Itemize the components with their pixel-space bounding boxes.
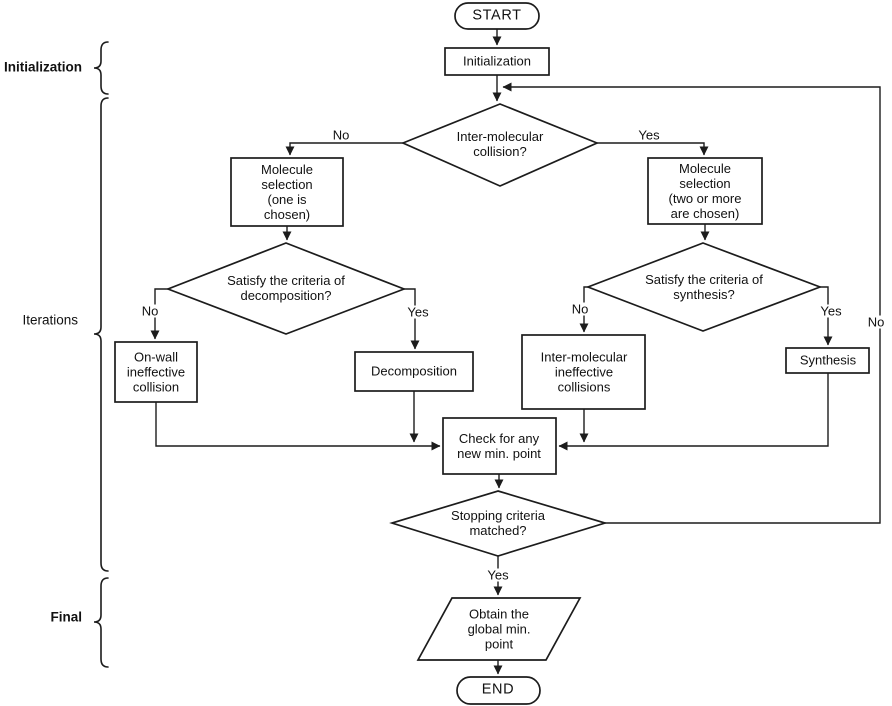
- criteria-synthesis-decision: [585, 242, 823, 332]
- end-node: [456, 676, 541, 705]
- edge-decomposition-no: [150, 288, 168, 340]
- synthesis-label: Synthesis: [799, 352, 857, 368]
- iterations-phase-label: Iterations: [22, 312, 78, 328]
- criteria-synthesis-label: Satisfy the criteria of synthesis?: [645, 271, 763, 302]
- edge-synthesis-to-check: [558, 373, 829, 451]
- edge-collision-no: [285, 142, 403, 156]
- decomposition-yes-label: Yes: [404, 305, 432, 319]
- inter-molecular-collision-label: Inter-molecular collision?: [456, 128, 544, 159]
- stopping-criteria-decision: [389, 490, 608, 557]
- final-phase-brace: [93, 577, 109, 668]
- criteria-decomposition-label: Satisfy the criteria of decomposition?: [227, 272, 345, 303]
- synthesis-node: [785, 347, 870, 374]
- edge-stopping-no-return-loop: [502, 82, 881, 524]
- inter-molecular-collision-decision: [400, 103, 600, 187]
- on-wall-ineffective-collision-label: On-wall ineffective collision: [126, 349, 186, 395]
- collision-yes-label: Yes: [635, 128, 663, 142]
- on-wall-ineffective-collision-node: [114, 341, 198, 403]
- start-node-label: START: [472, 7, 522, 24]
- stopping-criteria-label: Stopping criteria matched?: [451, 507, 545, 538]
- stopping-yes-label: Yes: [484, 568, 512, 582]
- decomposition-node: [354, 351, 474, 392]
- initialization-phase-brace: [93, 41, 109, 95]
- start-node: [454, 2, 540, 30]
- molecule-selection-one-node: [230, 157, 344, 227]
- molecule-selection-two-node: [647, 157, 763, 225]
- check-new-min-point-label: Check for any new min. point: [457, 430, 541, 461]
- decomposition-label: Decomposition: [371, 363, 457, 379]
- decomposition-no-label: No: [138, 304, 162, 318]
- initialization-phase-label: Initialization: [3, 59, 82, 75]
- edge-onwall-to-check: [155, 402, 441, 451]
- synthesis-yes-label: Yes: [817, 304, 845, 318]
- final-phase-label: Final: [50, 609, 82, 625]
- check-new-min-point-node: [442, 417, 557, 475]
- edge-decomposition-yes: [404, 288, 420, 350]
- edge-collision-yes: [597, 142, 709, 156]
- obtain-global-min-node: [416, 597, 582, 661]
- synthesis-no-label: No: [568, 302, 592, 316]
- inter-molecular-ineffective-collisions-node: [521, 334, 646, 410]
- molecule-selection-one-label: Molecule selection (one is chosen): [260, 161, 314, 223]
- iterations-phase-brace: [93, 97, 109, 572]
- stopping-no-label: No: [864, 315, 888, 329]
- obtain-global-min-label: Obtain the global min. point: [467, 606, 531, 652]
- initialization-node: [444, 47, 550, 76]
- criteria-decomposition-decision: [165, 242, 407, 335]
- edge-synthesis-yes: [820, 286, 833, 346]
- molecule-selection-two-label: Molecule selection (two or more are chos…: [668, 160, 742, 222]
- inter-molecular-ineffective-collisions-label: Inter-molecular ineffective collisions: [540, 349, 628, 395]
- collision-no-label: No: [329, 128, 353, 142]
- end-node-label: END: [481, 681, 515, 698]
- initialization-node-label: Initialization: [463, 53, 531, 69]
